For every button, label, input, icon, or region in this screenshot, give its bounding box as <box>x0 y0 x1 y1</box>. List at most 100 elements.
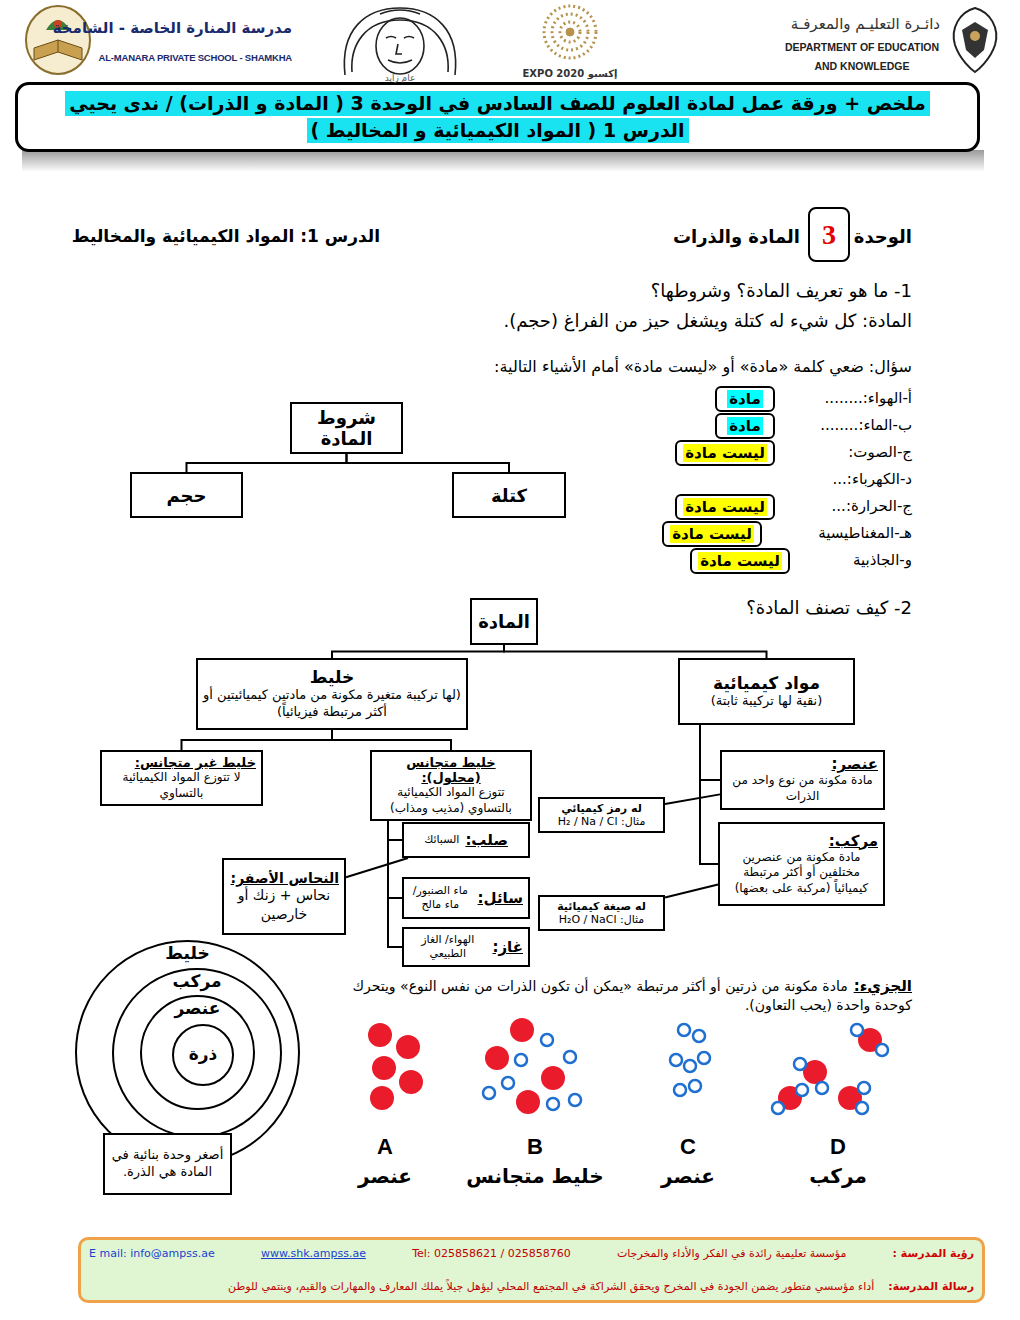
text-block: C <box>658 1134 718 1160</box>
connector-line <box>347 454 510 472</box>
node-heading: كتلة <box>491 485 527 506</box>
mixture-particles-b <box>483 1018 581 1114</box>
ring-circle: خليط مركب عنصرذرة <box>75 940 300 1165</box>
connector-line <box>332 645 504 658</box>
shape-part <box>876 1044 888 1056</box>
text-block: EXPO 2020 إكسبو <box>515 62 625 81</box>
answer-box: ليست مادة <box>675 494 775 520</box>
note-box: أصغر وحدة بنائية في المادة هي الذرة. <box>103 1133 232 1195</box>
text-block: د-الكهرباء:... <box>833 469 912 488</box>
label-text: الدرس 1: المواد الكيميائية والمخاليط <box>72 226 380 246</box>
state-box: صلب:السبائك <box>402 822 530 858</box>
shape-part <box>954 8 997 72</box>
shape-part <box>483 1087 495 1099</box>
shape-part <box>544 6 596 58</box>
note-box: له رمز كيميائيمثال: H₂ / Na / Cl <box>538 797 665 833</box>
emblem-falcon <box>954 8 997 72</box>
node-text: ماء الصنبور/ ماء مالح <box>409 884 472 913</box>
concept-box: شروط المادة <box>290 402 403 454</box>
shape-part <box>344 8 455 75</box>
node-heading: مركب <box>114 972 280 992</box>
connector-line <box>388 821 402 840</box>
text-block: DEPARTMENT OF EDUCATION AND KNOWLEDGE <box>777 36 947 74</box>
answer-box: ليست مادة <box>662 521 762 547</box>
shape-part <box>485 1046 509 1070</box>
shape-part <box>368 1023 392 1047</box>
shape-part <box>678 1024 690 1036</box>
node-heading: ملخص + ورقة عمل لمادة العلوم للصف السادس… <box>65 91 930 116</box>
unit-number-box: 3 <box>808 207 850 262</box>
shape-part <box>851 1024 863 1036</box>
label-text: المادة والذرات <box>673 226 800 247</box>
text-block: سؤال: ضعي كلمة «مادة» أو «ليست مادة» أما… <box>494 357 912 376</box>
node-text: (لها تركيبة متغيرة مكونة من مادتين كيميا… <box>203 687 461 721</box>
node-text: رسالة المدرسة: <box>888 1280 974 1293</box>
concept-box: خليط غير متجانس:لا تتوزع المواد الكيميائ… <box>100 750 263 806</box>
school-crest <box>26 6 90 74</box>
label-text: هـ-المغناطيسية <box>818 524 912 542</box>
connector-line <box>665 794 720 804</box>
node-text: مثال: H₂O / NaCl <box>559 913 645 926</box>
text-block: و-الجاذبية <box>853 550 912 569</box>
element-molecules-c <box>670 1024 710 1096</box>
node-text: مادة مكونة من نوع واحد من الذرات <box>727 773 878 804</box>
label-text: D <box>830 1134 846 1159</box>
label-text: 2- كيف تصنف المادة؟ <box>746 597 912 618</box>
node-heading: ليست مادة <box>683 444 767 462</box>
title-box: ملخص + ورقة عمل لمادة العلوم للصف السادس… <box>15 82 980 152</box>
shape-part <box>970 31 980 41</box>
concept-box: خليط(لها تركيبة متغيرة مكونة من مادتين ك… <box>196 658 468 730</box>
label-text: خليط متجانس <box>466 1164 603 1188</box>
shape-part <box>778 1028 882 1110</box>
node-text: السبائك <box>424 833 459 847</box>
concept-box: حجم <box>130 472 243 518</box>
answer-box: ليست مادة <box>690 548 790 574</box>
label-text: أ-الهواء:........ <box>825 389 912 407</box>
shape-part <box>856 1102 868 1114</box>
connector-line <box>504 645 767 658</box>
shape-part <box>698 1052 710 1064</box>
text-block: الوحدة <box>854 226 912 247</box>
text-block: D <box>808 1134 868 1160</box>
node-heading: 3 <box>822 219 836 251</box>
shape-part <box>794 1058 806 1070</box>
label-text: مدرسة المنارة الخاصة - الشامخة <box>53 19 292 37</box>
shape-part <box>372 1056 396 1080</box>
label-text: مادة مكونة من ذرتين أو أكثر مرتبطة «يمكن… <box>352 978 912 1013</box>
shape-part <box>370 1086 394 1110</box>
concept-box: عنصر:مادة مكونة من نوع واحد من الذرات <box>720 750 885 810</box>
connector-line <box>665 884 718 897</box>
node-heading: أصغر وحدة بنائية في المادة هي الذرة. <box>110 1147 225 1181</box>
node-heading: حجم <box>166 485 206 506</box>
node-heading: ليست مادة <box>683 498 767 516</box>
node-text: مادة مكونة من عنصرين مختلفين أو أكثر مرت… <box>725 850 878 897</box>
label-text: الجزيء: <box>854 977 912 995</box>
shape-part <box>541 1066 565 1090</box>
shape-part <box>483 1034 581 1110</box>
title-shadow <box>22 150 984 172</box>
answer-box: مادة <box>715 386 775 412</box>
text-block: ج-الحرارة:... <box>832 496 912 515</box>
molecule-pictures <box>368 1018 888 1114</box>
label-text: AL-MANARA PRIVATE SCHOOL - SHAMKHA <box>99 52 292 63</box>
shape-part <box>396 44 402 54</box>
text-block: الدرس 1: المواد الكيميائية والمخاليط <box>72 226 380 246</box>
node-heading: خليط <box>77 944 298 964</box>
label-text: C <box>680 1134 696 1159</box>
shape-part <box>516 1090 540 1114</box>
node-text: الدرس 1 ( المواد الكيميائية و المخاليط ) <box>307 118 689 143</box>
shape-part <box>796 1084 808 1096</box>
label-text: ج-الحرارة:... <box>832 497 912 515</box>
text-block: عنصر <box>628 1164 748 1188</box>
node-heading: خليط متجانس (محلول): <box>377 755 525 785</box>
text-block: 1- ما هو تعريف المادة؟ وشروطها؟ <box>651 280 912 301</box>
shape-part <box>510 1018 534 1042</box>
text-block: دائـرة التعليـم والمعرفـة <box>791 14 940 33</box>
text-block: B <box>505 1134 565 1160</box>
connector-line <box>187 454 347 472</box>
node-heading: خليط غير متجانس: <box>135 755 256 770</box>
example-box: النحاس الأصفر:نحاس + زنك أو خارصين <box>222 858 346 935</box>
shape-part <box>693 1030 705 1042</box>
ring-circle: عنصرذرة <box>140 995 255 1110</box>
node-heading: المادة <box>478 611 530 632</box>
